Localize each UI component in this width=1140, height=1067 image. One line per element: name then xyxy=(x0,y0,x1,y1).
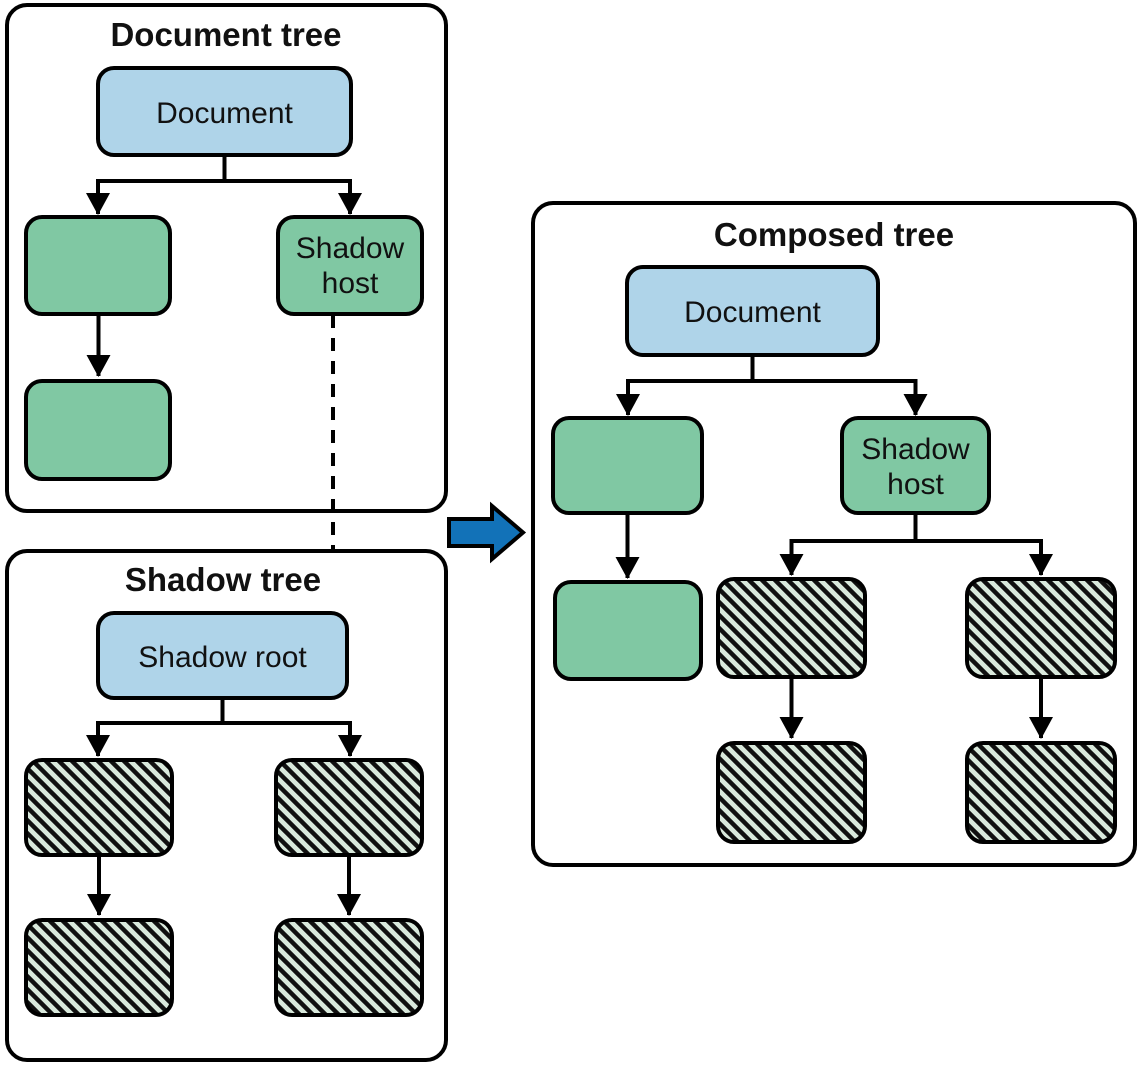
shadow-host-node xyxy=(276,215,424,316)
document-node-label: Document xyxy=(156,97,293,130)
shadow-tree-title: Shadow tree xyxy=(125,561,321,598)
element-node xyxy=(24,215,172,316)
composed-document-node-label: Document xyxy=(684,296,821,329)
document-children-connector xyxy=(86,179,362,215)
composed-shadow-element-node-hatched xyxy=(716,741,867,844)
shadow-host-label-line1: Shadow xyxy=(296,232,405,265)
shadow-tree-panel: Shadow tree Shadow root xyxy=(5,549,448,1062)
composed-document-children-connector xyxy=(616,379,928,416)
composed-shadow-host-node xyxy=(840,416,991,515)
document-tree-panel: Document tree Document Shadow host xyxy=(5,3,448,609)
composition-arrow-icon xyxy=(447,501,527,564)
element-node xyxy=(24,379,172,481)
composed-shadow-element-node-hatched xyxy=(965,577,1117,679)
composed-shadow-host-label-line2: host xyxy=(887,468,944,501)
shadow-root-node xyxy=(96,611,349,700)
shadow-element-node-hatched xyxy=(24,918,174,1017)
shadow-host-label-line2: host xyxy=(322,267,379,300)
composed-tree-panel-border xyxy=(531,201,1137,867)
shadow-root-children-connector xyxy=(86,721,362,757)
shadow-element-node-hatched xyxy=(24,758,174,857)
composed-tree-panel: Composed tree Document Shadow host xyxy=(531,201,1137,867)
composed-shadow-element-node-hatched xyxy=(716,577,867,679)
shadow-element-node-hatched xyxy=(274,758,424,857)
shadow-root-node-label: Shadow root xyxy=(138,641,307,674)
composed-shadow-element-node-hatched xyxy=(965,741,1117,844)
document-tree-title: Document tree xyxy=(110,16,341,53)
document-node xyxy=(96,66,353,157)
composed-element-node xyxy=(551,416,704,515)
composed-shadow-host-children-connector xyxy=(779,539,1053,576)
composed-element-node xyxy=(553,580,703,681)
composed-shadow-host-label-line1: Shadow xyxy=(861,433,970,466)
composed-document-node xyxy=(625,265,880,357)
composed-tree-title: Composed tree xyxy=(714,216,954,253)
shadow-element-node-hatched xyxy=(274,918,424,1017)
